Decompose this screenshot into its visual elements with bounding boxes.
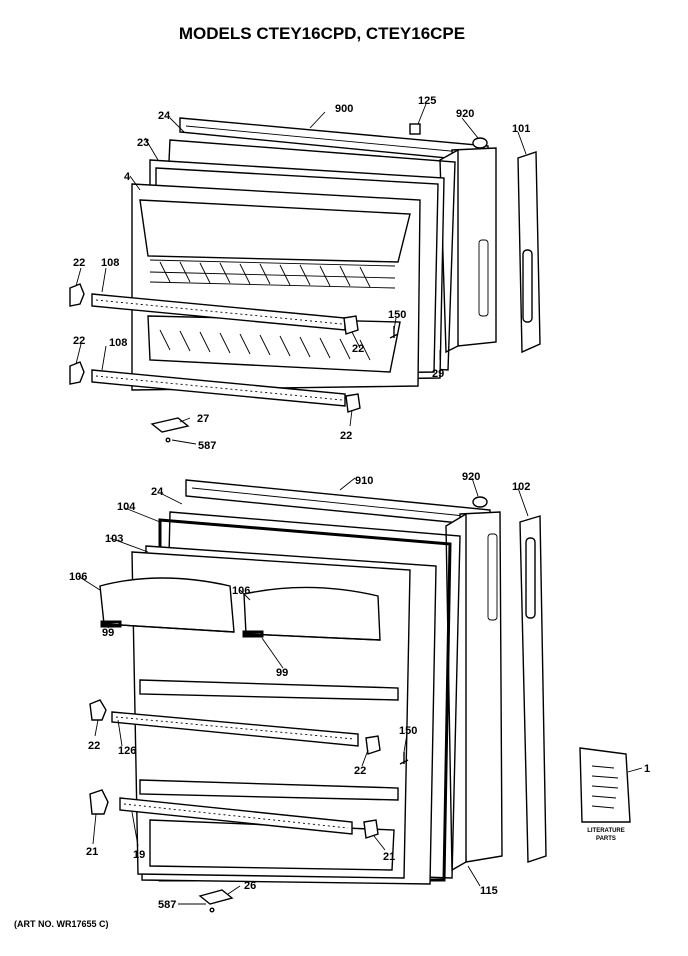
plate-27	[150, 417, 190, 433]
callout-21-a: 21	[86, 846, 98, 858]
callout-104: 104	[117, 501, 136, 513]
bracket-22-f	[365, 735, 381, 755]
callout-22-a: 22	[73, 257, 85, 269]
bin-106-left	[99, 577, 235, 633]
callout-108-lower: 108	[109, 337, 127, 349]
freezer-inner-door-4	[131, 183, 421, 391]
callout-125: 125	[418, 95, 436, 107]
callout-108-upper: 108	[101, 257, 119, 269]
literature-label-line1: LITERATURE	[587, 828, 625, 834]
callout-26: 26	[244, 880, 256, 892]
callout-99-left: 99	[102, 627, 114, 639]
callout-900: 900	[335, 103, 353, 115]
callout-22-e: 22	[88, 740, 100, 752]
callout-21-b: 21	[383, 851, 395, 863]
bracket-22-b	[69, 361, 85, 385]
callout-22-c: 22	[352, 343, 364, 355]
shelf-bar-126	[111, 711, 359, 747]
bracket-22-e	[89, 699, 107, 721]
shelf-bar-19	[119, 797, 353, 835]
callout-29: 29	[432, 368, 444, 380]
callout-920-lower: 920	[462, 471, 480, 483]
shelf-bar-108-lower	[91, 369, 346, 407]
art-number: (ART NO. WR17655 C)	[14, 919, 109, 929]
screw-587-upper	[165, 437, 171, 443]
callout-106-right: 106	[232, 585, 250, 597]
callout-115: 115	[480, 885, 498, 897]
callout-22-b: 22	[73, 335, 85, 347]
callout-19: 19	[133, 849, 145, 861]
callout-150-lower: 150	[399, 725, 417, 737]
callout-1: 1	[644, 763, 650, 775]
bin-rail-99-right	[242, 630, 264, 638]
callout-23: 23	[137, 137, 149, 149]
callout-24-lower: 24	[151, 486, 164, 498]
part-920-upper	[472, 137, 488, 149]
literature-label-line2: PARTS	[596, 836, 616, 842]
callout-106-left: 106	[69, 571, 87, 583]
callout-22-f: 22	[354, 765, 366, 777]
callout-587-upper: 587	[198, 440, 216, 452]
callouts: 900 125 920 101 24 23 4 22 108 22 108 15…	[69, 95, 650, 911]
screw-150-lower	[399, 752, 409, 765]
bracket-21-b	[363, 819, 379, 839]
callout-102: 102	[512, 481, 530, 493]
screw-587-lower	[209, 907, 215, 913]
callout-920-upper: 920	[456, 108, 474, 120]
fresh-food-door-assembly	[89, 479, 631, 913]
literature-booklet	[579, 747, 631, 823]
callout-24-upper: 24	[158, 110, 171, 122]
callout-126: 126	[118, 745, 136, 757]
bracket-22-d	[345, 393, 361, 413]
callout-101: 101	[512, 123, 530, 135]
callout-27: 27	[197, 413, 209, 425]
callout-103: 103	[105, 533, 123, 545]
part-920-lower	[472, 496, 488, 508]
callout-910: 910	[355, 475, 373, 487]
leader-lines	[75, 103, 643, 905]
part-125	[409, 123, 421, 135]
callout-22-d: 22	[340, 430, 352, 442]
plate-26	[198, 889, 234, 905]
freezer-door-assembly	[69, 117, 541, 443]
bracket-21-a	[89, 789, 109, 815]
callout-99-right: 99	[276, 667, 288, 679]
bracket-22-c	[343, 315, 359, 335]
diagram-title: MODELS CTEY16CPD, CTEY16CPE	[179, 24, 465, 43]
callout-587-lower: 587	[158, 899, 176, 911]
bracket-22-a	[69, 283, 85, 307]
callout-150-upper: 150	[388, 309, 406, 321]
bin-rail-99-left	[100, 620, 122, 628]
handle-102	[519, 515, 547, 863]
callout-4: 4	[124, 171, 131, 183]
bin-106-right	[243, 586, 381, 641]
